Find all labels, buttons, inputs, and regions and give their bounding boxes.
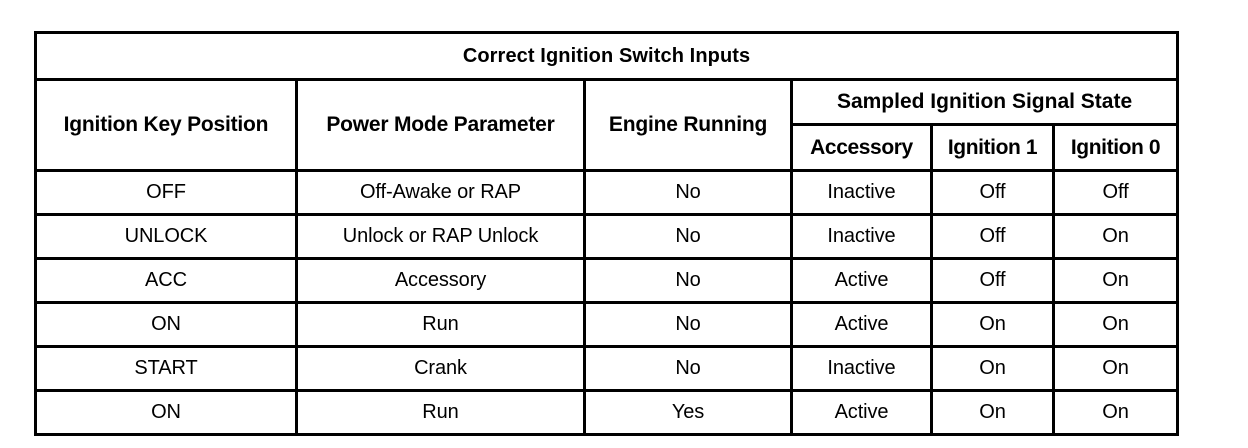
column-header-ignition-1: Ignition 1 <box>930 123 1055 172</box>
ignition-switch-inputs-table: Correct Ignition Switch Inputs Ignition … <box>33 31 1180 436</box>
header-row-secondary: Accessory Ignition 1 Ignition 0 <box>36 123 1180 172</box>
cell-accessory: Inactive <box>790 213 933 260</box>
cell-ignition-0: On <box>1051 213 1180 260</box>
cell-engine-running: Yes <box>583 389 793 436</box>
cell-key-position: OFF <box>34 169 298 216</box>
cell-key-position: UNLOCK <box>34 213 298 260</box>
cell-ignition-1: Off <box>930 257 1055 304</box>
cell-power-mode: Unlock or RAP Unlock <box>295 213 586 260</box>
cell-accessory: Active <box>790 389 933 436</box>
column-header-power-mode-parameter: Power Mode Parameter <box>295 78 586 172</box>
cell-key-position: ACC <box>34 257 298 304</box>
cell-ignition-1: On <box>930 389 1055 436</box>
cell-engine-running: No <box>583 345 793 392</box>
cell-power-mode: Off-Awake or RAP <box>295 169 586 216</box>
cell-key-position: START <box>34 345 298 392</box>
cell-power-mode: Accessory <box>295 257 586 304</box>
cell-ignition-1: Off <box>930 213 1055 260</box>
column-header-accessory: Accessory <box>790 123 933 172</box>
table-title: Correct Ignition Switch Inputs <box>33 31 1180 81</box>
cell-ignition-1: On <box>930 345 1055 392</box>
cell-accessory: Inactive <box>790 169 933 216</box>
table-header: Correct Ignition Switch Inputs Ignition … <box>33 31 1180 172</box>
cell-accessory: Active <box>790 301 933 348</box>
column-header-ignition-0: Ignition 0 <box>1051 123 1180 172</box>
cell-engine-running: No <box>583 257 793 304</box>
table-title-row: Correct Ignition Switch Inputs <box>33 31 1180 81</box>
cell-engine-running: No <box>583 213 793 260</box>
cell-engine-running: No <box>583 169 793 216</box>
cell-ignition-0: On <box>1051 389 1180 436</box>
cell-engine-running: No <box>583 301 793 348</box>
cell-key-position: ON <box>34 301 298 348</box>
cell-ignition-0: On <box>1051 257 1180 304</box>
cell-power-mode: Run <box>295 301 586 348</box>
cell-ignition-0: On <box>1051 301 1180 348</box>
column-header-ignition-key-position: Ignition Key Position <box>34 78 298 172</box>
column-header-engine-running: Engine Running <box>583 78 793 172</box>
cell-power-mode: Crank <box>295 345 586 392</box>
cell-accessory: Inactive <box>790 345 933 392</box>
column-group-header-sampled-ignition-signal-state: Sampled Ignition Signal State <box>789 78 1180 126</box>
cell-ignition-1: On <box>930 301 1055 348</box>
cell-power-mode: Run <box>295 389 586 436</box>
header-row-primary: Ignition Key Position Power Mode Paramet… <box>34 78 1180 172</box>
cell-ignition-1: Off <box>930 169 1055 216</box>
cell-ignition-0: Off <box>1051 169 1180 216</box>
cell-key-position: ON <box>34 389 298 436</box>
cell-accessory: Active <box>790 257 933 304</box>
cell-ignition-0: On <box>1051 345 1180 392</box>
